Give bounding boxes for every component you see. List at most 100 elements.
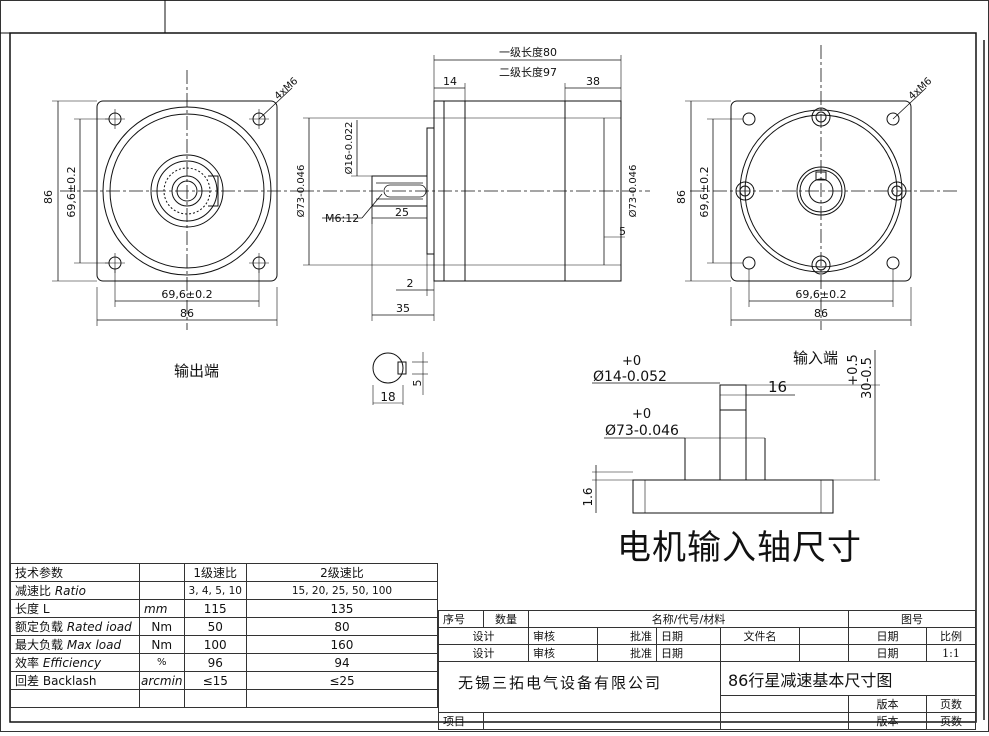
- row-name: 长度 L: [10, 599, 140, 618]
- row-s2: 94: [245, 653, 439, 672]
- tb-review2: 审核: [528, 644, 598, 662]
- in-dim-86-v: 86: [675, 190, 688, 204]
- shaft-30-plus: +0.5: [846, 354, 861, 386]
- tb-review: 审核: [528, 627, 598, 645]
- tb-version: 版本: [848, 695, 927, 713]
- tb-design2: 设计: [438, 644, 529, 662]
- hdr-stage2: 2级速比: [245, 563, 439, 582]
- row-s2: 135: [245, 599, 439, 618]
- row-s1: 115: [183, 599, 247, 618]
- shaft-16: 16: [768, 378, 787, 396]
- hdr-param: 技术参数: [10, 563, 140, 582]
- out-dim-86-v: 86: [42, 190, 55, 204]
- shaft-30: 30-0.5: [860, 357, 875, 399]
- out-dim-86-h: 86: [180, 307, 194, 320]
- row-s1: 3, 4, 5, 10: [183, 581, 247, 600]
- row-s1: 96: [183, 653, 247, 672]
- shaft-detail: [592, 350, 880, 514]
- row-name: 额定负载 Rated ioad: [10, 617, 140, 636]
- row-unit: %: [139, 653, 185, 672]
- dim-m6: M6:12: [325, 212, 359, 225]
- table-row-empty: [10, 689, 439, 708]
- in-dim-696-h: 69,6±0.2: [795, 288, 846, 301]
- hdr-unit: [139, 563, 185, 582]
- tb-project: 项目: [438, 712, 484, 730]
- tb-date4: 日期: [848, 644, 927, 662]
- company-name: 无锡三拓电气设备有限公司: [458, 674, 663, 692]
- table-row: 效率 Efficiency % 96 94: [10, 653, 439, 672]
- input-end-label: 输入端: [793, 349, 839, 367]
- row-unit: [139, 581, 185, 600]
- shaft-d14: Ø14-0.052: [593, 369, 667, 385]
- tb-file: 文件名: [720, 627, 800, 645]
- row-s2: ≤25: [245, 671, 439, 690]
- row-s2: 160: [245, 635, 439, 654]
- key-section: [372, 352, 428, 405]
- dim-16: Ø16-0.022: [343, 122, 355, 175]
- tb-date: 日期: [656, 627, 721, 645]
- in-dim-86-h: 86: [814, 307, 828, 320]
- shaft-title: 电机输入轴尺寸: [617, 528, 862, 568]
- tech-params-table: 技术参数 1级速比 2级速比 减速比 Ratio 3, 4, 5, 10 15,…: [10, 563, 439, 708]
- corner-box: [0, 0, 166, 34]
- tb-approve: 批准: [597, 627, 657, 645]
- out-dim-696-v: 69,6±0.2: [65, 166, 78, 217]
- key-5: 5: [411, 380, 424, 387]
- row-name: 回差 Backlash: [10, 671, 140, 690]
- input-end-view: [685, 45, 960, 330]
- in-bolt-label: 4xM6: [907, 76, 935, 102]
- table-row: 长度 L mm 115 135: [10, 599, 439, 618]
- tb-name: 名称/代号/材料: [528, 610, 849, 628]
- tb-qty: 数量: [483, 610, 529, 628]
- in-dim-696-v: 69,6±0.2: [698, 166, 711, 217]
- out-dim-696-h: 69,6±0.2: [161, 288, 212, 301]
- row-s1: 100: [183, 635, 247, 654]
- tb-page2: 页数: [926, 712, 976, 730]
- tb-drawing-no: 图号: [848, 610, 976, 628]
- output-end-view: [52, 70, 300, 330]
- side-view: [300, 55, 650, 321]
- title-block: 序号 数量 名称/代号/材料 图号 设计 审核 批准 日期 文件名 日期 比例 …: [438, 610, 976, 730]
- dim-35: 35: [396, 302, 410, 315]
- tb-date3: 日期: [656, 644, 721, 662]
- row-name: 最大负载 Max load: [10, 635, 140, 654]
- table-row: 回差 Backlash arcmin ≤15 ≤25: [10, 671, 439, 690]
- dim-2: 2: [407, 277, 414, 290]
- dim-14: 14: [443, 75, 457, 88]
- tb-approve2: 批准: [597, 644, 657, 662]
- table-row: 减速比 Ratio 3, 4, 5, 10 15, 20, 25, 50, 10…: [10, 581, 439, 600]
- tb-scale: 比例: [926, 627, 976, 645]
- dim-73-left: Ø73-0.046: [295, 165, 307, 218]
- shaft-d73: Ø73-0.046: [605, 423, 679, 439]
- tb-version2: 版本: [848, 712, 927, 730]
- row-s2: 80: [245, 617, 439, 636]
- output-end-label: 输出端: [174, 362, 220, 380]
- drawing-name: 86行星减速基本尺寸图: [728, 671, 893, 690]
- tb-date2: 日期: [848, 627, 927, 645]
- dim-5: 5: [619, 225, 626, 238]
- row-s1: ≤15: [183, 671, 247, 690]
- tb-scale-val: 1:1: [926, 644, 976, 662]
- shaft-d73-plus: +0: [632, 407, 651, 422]
- dim-73-right: Ø73-0.046: [627, 165, 639, 218]
- tb-seq: 序号: [438, 610, 484, 628]
- row-name: 减速比 Ratio: [10, 581, 140, 600]
- row-unit: arcmin: [139, 671, 185, 690]
- tb-page: 页数: [926, 695, 976, 713]
- table-row: 最大负载 Max load Nm 100 160: [10, 635, 439, 654]
- table-header: 技术参数 1级速比 2级速比: [10, 563, 439, 582]
- out-bolt-label: 4xM6: [273, 76, 301, 102]
- row-unit: Nm: [139, 617, 185, 636]
- dim-25: 25: [395, 206, 409, 219]
- key-18: 18: [380, 390, 395, 404]
- row-unit: Nm: [139, 635, 185, 654]
- row-unit: mm: [139, 599, 185, 618]
- row-s1: 50: [183, 617, 247, 636]
- dim-38: 38: [586, 75, 600, 88]
- shaft-d14-plus: +0: [622, 354, 641, 369]
- length-stage2: 二级长度97: [499, 65, 557, 79]
- row-s2: 15, 20, 25, 50, 100: [245, 581, 439, 600]
- row-name: 效率 Efficiency: [10, 653, 140, 672]
